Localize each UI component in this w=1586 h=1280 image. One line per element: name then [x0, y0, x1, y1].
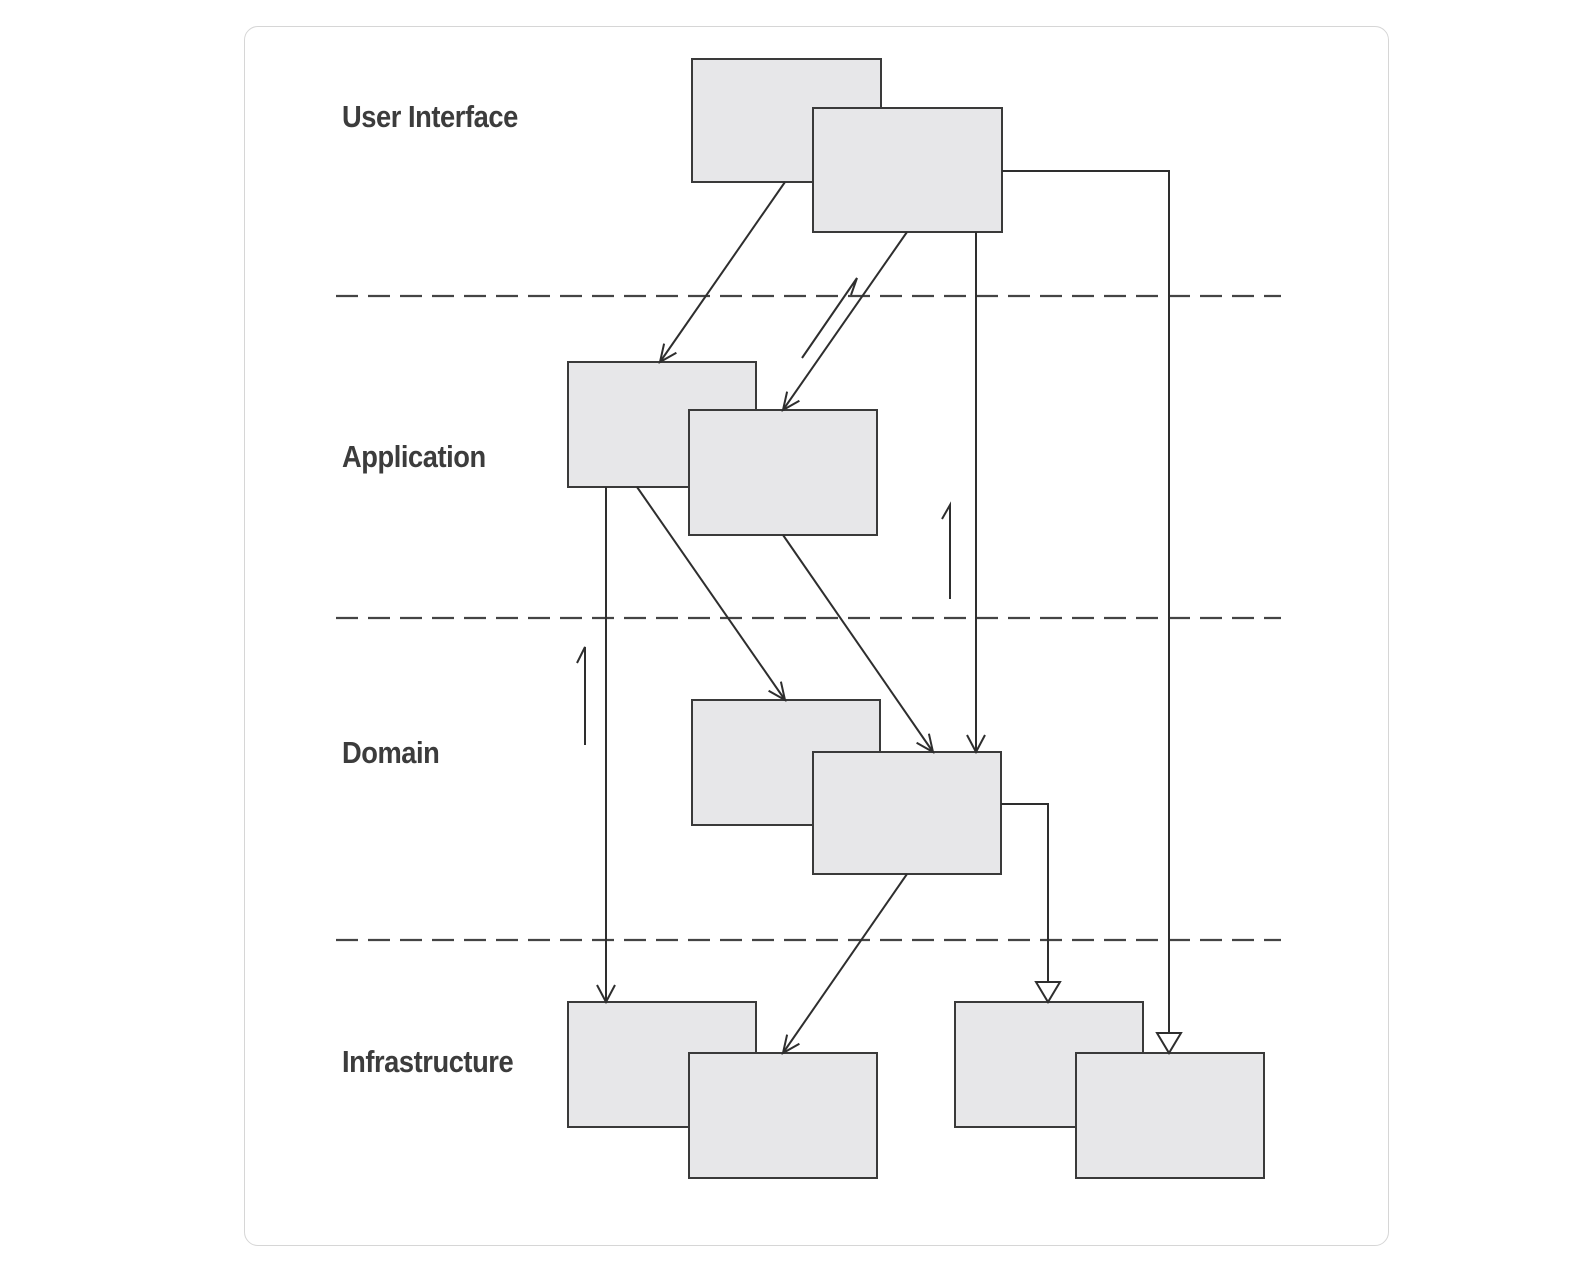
- upward-mark-ui-application: [801, 277, 858, 359]
- diagram-card: User Interface Application Domain Infras…: [244, 26, 1389, 1246]
- arrow-ui-to-application-right: [781, 231, 908, 412]
- domain-box-front: [812, 751, 1002, 875]
- ui-box-front: [812, 107, 1003, 233]
- arrow-ui-to-domain: [966, 232, 986, 755]
- arrow-application-to-domain-left: [636, 486, 787, 702]
- arrow-ui-to-application-left: [658, 181, 786, 364]
- arrow-domain-to-infrastructure: [781, 873, 908, 1055]
- application-box-front: [688, 409, 878, 536]
- arrow-application-to-domain-right: [782, 534, 935, 754]
- upward-mark-domain: [576, 646, 586, 745]
- arrow-ui-to-infrastructure-right: [1002, 170, 1183, 1055]
- layer-label-application: Application: [342, 439, 486, 474]
- upward-mark-application-domain: [941, 501, 951, 599]
- layer-label-user-interface: User Interface: [342, 99, 518, 134]
- infrastructure-box-left-front: [688, 1052, 878, 1179]
- infrastructure-box-right-front: [1075, 1052, 1265, 1179]
- layer-label-domain: Domain: [342, 735, 440, 770]
- arrow-domain-to-infrastructure-right: [1001, 803, 1062, 1004]
- layer-label-infrastructure: Infrastructure: [342, 1044, 514, 1079]
- arrow-application-to-infrastructure: [596, 487, 616, 1005]
- layered-architecture-diagram: [336, 58, 1281, 1179]
